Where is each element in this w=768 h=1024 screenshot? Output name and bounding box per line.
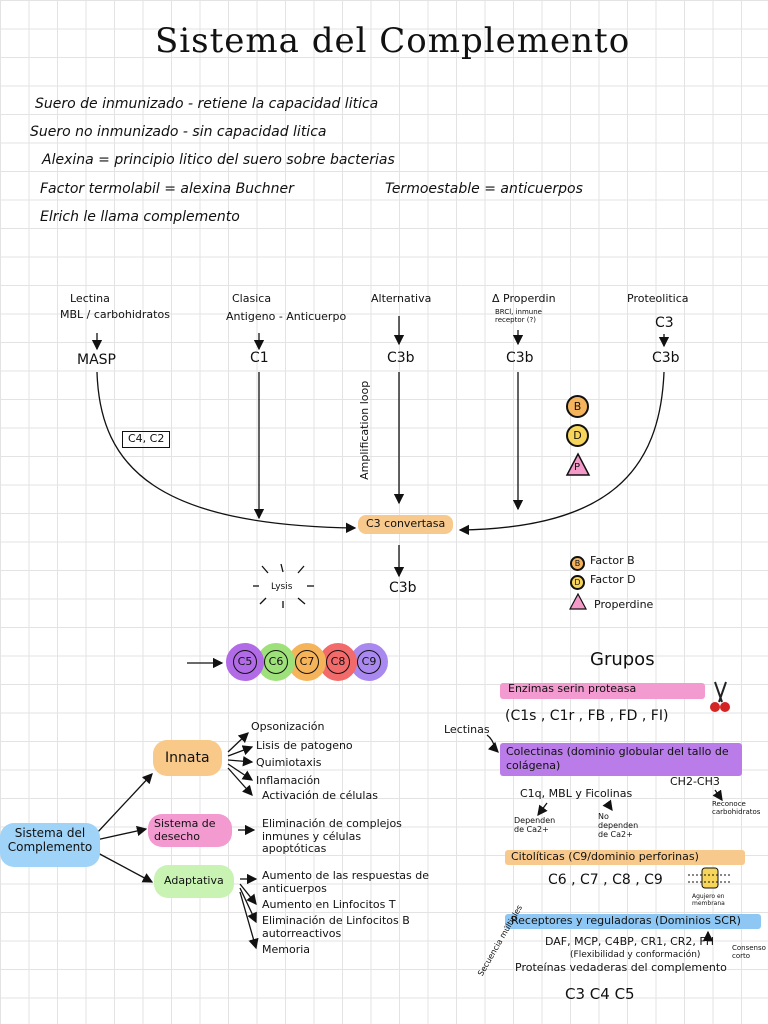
legend-p-icon (569, 593, 587, 610)
c3b-properdina-node: C3b (506, 350, 534, 366)
adaptativa-item: Aumento de las respuestas de anticuerpos (262, 869, 430, 895)
legend-b-icon: B (570, 556, 585, 571)
mac-c5-circle: C5 (226, 643, 264, 681)
c3-convertasa: C3 convertasa (358, 515, 454, 534)
note-line: Elrich le llama complemento (40, 209, 240, 225)
page-title: Sistema del Complemento (155, 21, 631, 61)
adaptativa-item: Aumento en Linfocitos T (262, 898, 396, 911)
pathway-proteolitica-sub: C3 (655, 315, 674, 331)
adaptativa-box: Adaptativa (154, 865, 234, 898)
innata-item: Opsonización (251, 720, 325, 733)
pathway-clasica-sub: Antigeno - Anticuerpo (226, 310, 347, 323)
properdine-triangle-icon (565, 452, 591, 476)
innata-item: Activación de células (262, 789, 378, 802)
root-sistema-complemento: Sistema del Complemento (0, 823, 100, 867)
legend-factor-d: Factor D (590, 573, 636, 586)
mac-label: C7 (295, 650, 319, 674)
c3b-alternativa-node: C3b (387, 350, 415, 366)
mac-label: C9 (357, 650, 381, 674)
mac-label: C8 (326, 650, 350, 674)
pathway-lectina-name: Lectina (70, 292, 110, 305)
adaptativa-item: Memoria (262, 943, 311, 956)
note-line: Factor termolabil = alexina Buchner (40, 181, 294, 197)
pathway-proteolitica-name: Proteolitica (627, 292, 689, 305)
colectinas-nodep: No dependen de Ca2+ (598, 812, 639, 840)
colectinas-items: C1q, MBL y Ficolinas (520, 787, 633, 800)
colectinas-dep: Dependen de Ca2+ (514, 816, 556, 835)
c4-c2-box: C4, C2 (122, 431, 171, 448)
colectinas-band: Colectinas (dominio globular del tallo d… (500, 743, 742, 776)
note-line: Alexina = principio litico del suero sob… (42, 152, 395, 168)
receptores-items: DAF, MCP, C4BP, CR1, CR2, FH (545, 935, 715, 948)
pathway-properdina-sub: BRCl, inmune receptor (?) (495, 308, 542, 325)
legend-properdine: Properdine (594, 598, 654, 611)
adaptativa-item: Eliminación de Linfocitos B autorreactiv… (262, 914, 410, 940)
note-line: Suero de inmunizado - retiene la capacid… (35, 96, 379, 112)
mac-c7-circle: C7 (288, 643, 326, 681)
desecho-item: Eliminación de complejos inmunes y célul… (262, 817, 402, 856)
membrane-pore-icon (688, 867, 732, 889)
c3b-proteolitica-node: C3b (652, 350, 680, 366)
scissors-icon (710, 681, 730, 712)
sistema-desecho-box: Sistema de desecho (148, 814, 232, 848)
mac-label: C5 (233, 650, 257, 674)
poro-label: Agujero en membrana (692, 893, 725, 907)
citoliticas-items: C6 , C7 , C8 , C9 (548, 872, 663, 888)
note-line: Termoestable = anticuerpos (385, 181, 583, 197)
lectinas-label: Lectinas (444, 723, 490, 736)
c3-c4-c5: C3 C4 C5 (565, 985, 635, 1003)
receptores-band: Receptores y reguladoras (Dominios SCR) (505, 914, 761, 929)
colectinas-formula: CH2-CH3 (670, 775, 720, 788)
pathway-lectina-sub: MBL / carbohidratos (60, 308, 170, 321)
note-line: Suero no inmunizado - sin capacidad liti… (30, 124, 327, 140)
innata-item: Quimiotaxis (256, 756, 322, 769)
colectinas-reconoce: Reconoce carbohidratos (712, 800, 761, 817)
pathway-properdina-name: Δ Properdin (492, 292, 556, 305)
receptores-note: (Flexibilidad y conformación) (570, 950, 701, 960)
mac-label: C6 (264, 650, 288, 674)
factor-b-badge: B (566, 395, 589, 418)
legend-d-icon: D (570, 575, 585, 590)
masp-node: MASP (77, 352, 116, 368)
receptores-consenso: Consenso corto (732, 944, 766, 961)
pathway-clasica-name: Clasica (232, 292, 272, 305)
enzimas-items: (C1s , C1r , FB , FD , FI) (505, 708, 669, 724)
proteinas-verdaderas: Proteínas vedaderas del complemento (515, 961, 727, 974)
legend-factor-b: Factor B (590, 554, 635, 567)
c1-node: C1 (250, 350, 269, 366)
enzimas-band: Enzimas serin proteasa (500, 682, 705, 699)
factor-p-letter: P (574, 462, 581, 473)
c3b-output: C3b (389, 580, 417, 596)
innata-box: Innata (153, 740, 222, 777)
innata-item: Inflamación (256, 774, 321, 787)
amplification-loop-label: Amplification loop (358, 380, 372, 480)
factor-d-badge: D (566, 424, 589, 447)
innata-item: Lisis de patogeno (256, 739, 353, 752)
grupos-heading: Grupos (590, 649, 655, 670)
lysis-label: Lysis (271, 582, 293, 592)
pathway-alternativa-name: Alternativa (371, 292, 432, 305)
citoliticas-band: Citolíticas (C9/dominio perforinas) (505, 850, 745, 865)
